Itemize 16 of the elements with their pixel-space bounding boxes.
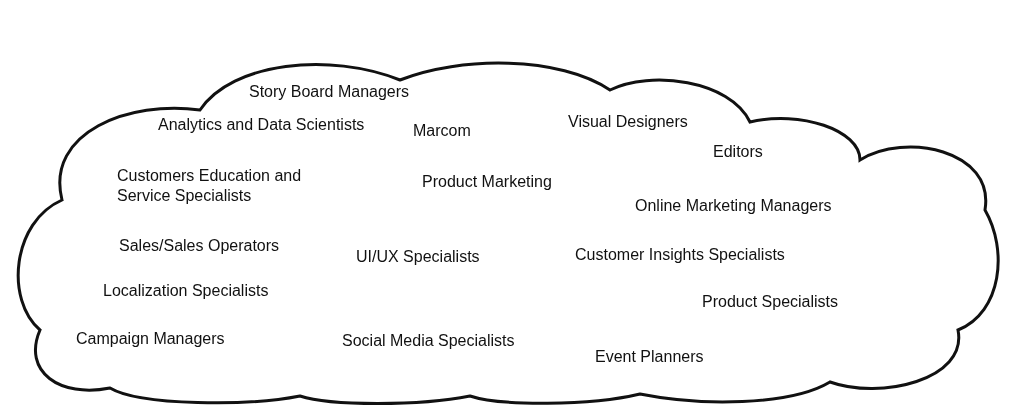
role-label: Editors bbox=[713, 142, 763, 162]
role-label: Product Marketing bbox=[422, 172, 552, 192]
role-label: Customer Insights Specialists bbox=[575, 245, 785, 265]
role-label: Sales/Sales Operators bbox=[119, 236, 280, 256]
role-label: Analytics and Data Scientists bbox=[158, 115, 365, 135]
role-label: Customers Education and Service Specialists bbox=[117, 166, 303, 206]
role-label: Online Marketing Managers bbox=[635, 196, 832, 216]
role-label: Localization Specialists bbox=[103, 281, 269, 301]
role-label: Visual Designers bbox=[568, 112, 688, 132]
role-label: Campaign Managers bbox=[76, 329, 225, 349]
role-label: Story Board Managers bbox=[249, 82, 410, 102]
role-label: UI/UX Specialists bbox=[356, 247, 480, 267]
role-label: Marcom bbox=[413, 121, 471, 141]
role-label: Event Planners bbox=[595, 347, 704, 367]
role-label: Social Media Specialists bbox=[342, 331, 515, 351]
role-label: Product Specialists bbox=[702, 292, 839, 312]
